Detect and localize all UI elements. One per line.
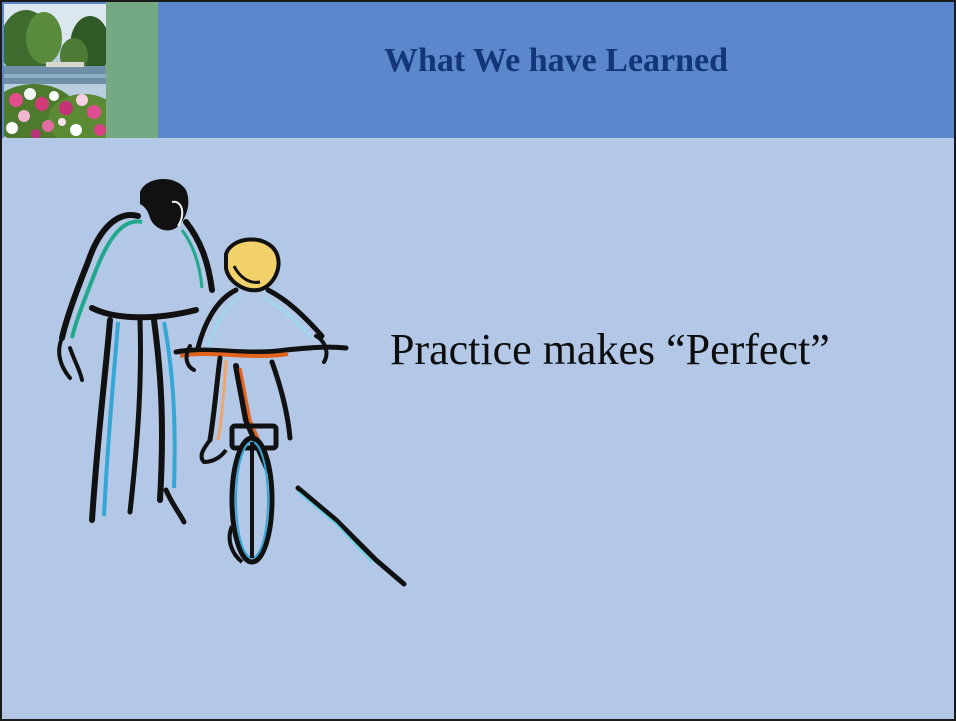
slide-title: What We have Learned — [383, 42, 729, 79]
garden-photo — [4, 4, 106, 138]
bicycle-lesson-clipart — [57, 178, 407, 587]
green-stripe — [106, 2, 158, 138]
slide-body-text: Practice makes “Perfect” — [390, 325, 830, 374]
garden-photo-image — [4, 4, 106, 138]
header-band: What We have Learned — [2, 2, 954, 140]
